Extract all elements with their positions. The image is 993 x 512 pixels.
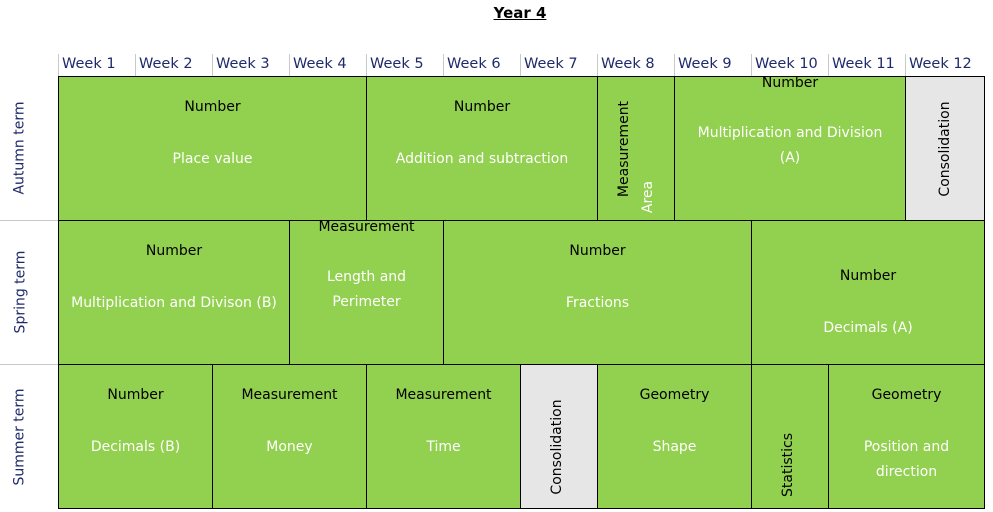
week-5-header: Week 5	[370, 56, 424, 72]
term-divider	[0, 220, 58, 221]
summer-term-label: Summer term	[8, 364, 32, 509]
block-topic: Length and Perimeter	[326, 269, 407, 310]
block-subject: Number	[839, 268, 897, 284]
week-10-header: Week 10	[755, 56, 818, 72]
autumn-addition-subtraction-block: Number Addition and subtraction	[366, 76, 598, 221]
block-subject: Geometry	[871, 387, 942, 403]
spring-fractions-block: Number Fractions	[443, 220, 752, 365]
week-divider	[135, 54, 136, 76]
week-divider	[443, 54, 444, 76]
block-subject: Number	[761, 76, 819, 91]
week-divider	[58, 54, 59, 76]
block-topic: Fractions	[565, 295, 630, 311]
block-subject: Geometry	[639, 387, 710, 403]
week-divider	[212, 54, 213, 76]
block-topic: Place value	[172, 151, 253, 167]
week-divider	[520, 54, 521, 76]
autumn-area-block: Measurement Area	[597, 76, 675, 221]
spring-decimals-block: Number Decimals (A)	[751, 220, 985, 365]
block-subject: Measurement	[241, 387, 338, 403]
block-subject: Number	[107, 387, 164, 403]
week-divider	[597, 54, 598, 76]
summer-time-block: Measurement Time	[366, 364, 521, 509]
autumn-term-label: Autumn term	[8, 76, 32, 220]
week-11-header: Week 11	[832, 56, 895, 72]
block-subject: Number	[184, 99, 241, 115]
week-divider	[828, 54, 829, 76]
block-subject: Measurement	[616, 100, 632, 197]
autumn-place-value-block: Number Place value	[58, 76, 367, 221]
block-subject: Number	[145, 243, 203, 259]
week-8-header: Week 8	[601, 56, 655, 72]
spring-term-text: Spring term	[12, 250, 29, 334]
week-divider	[289, 54, 290, 76]
autumn-consolidation-block: Consolidation	[905, 76, 985, 221]
summer-decimals-block: Number Decimals (B)	[58, 364, 213, 509]
term-divider	[0, 364, 58, 365]
week-1-header: Week 1	[62, 56, 116, 72]
block-topic: Addition and subtraction	[395, 151, 569, 167]
week-3-header: Week 3	[216, 56, 270, 72]
block-topic: Position and direction	[863, 439, 950, 480]
autumn-term-text: Autumn term	[12, 101, 28, 195]
autumn-multiplication-division-block: Number Multiplication and Division (A)	[674, 76, 906, 221]
block-label: Consolidation	[937, 100, 953, 197]
summer-position-direction-block: Geometry Position and direction	[828, 364, 985, 509]
block-label: Consolidation	[549, 398, 565, 495]
week-7-header: Week 7	[524, 56, 578, 72]
block-label: Statistics	[780, 432, 796, 497]
week-12-header: Week 12	[909, 56, 972, 72]
summer-statistics-block: Statistics	[751, 364, 829, 509]
summer-consolidation-block: Consolidation	[520, 364, 598, 509]
summer-term-text: Summer term	[12, 387, 29, 486]
block-topic: Decimals (B)	[90, 439, 181, 455]
block-topic: Area	[640, 180, 656, 213]
week-9-header: Week 9	[678, 56, 732, 72]
block-subject: Measurement	[395, 387, 492, 403]
summer-shape-block: Geometry Shape	[597, 364, 752, 509]
week-divider	[674, 54, 675, 76]
block-topic: Shape	[652, 439, 697, 455]
spring-length-perimeter-block: Measurement Length and Perimeter	[289, 220, 444, 365]
block-subject: Number	[569, 243, 626, 259]
week-divider	[366, 54, 367, 76]
block-topic: Multiplication and Divison (B)	[71, 295, 277, 311]
week-6-header: Week 6	[447, 56, 501, 72]
block-topic: Money	[266, 439, 313, 455]
week-divider	[751, 54, 752, 76]
block-topic: Multiplication and Division (A)	[697, 125, 883, 166]
week-divider	[905, 54, 906, 76]
week-4-header: Week 4	[293, 56, 347, 72]
block-topic: Time	[426, 439, 461, 455]
summer-money-block: Measurement Money	[212, 364, 367, 509]
spring-multiplication-division-block: Number Multiplication and Divison (B)	[58, 220, 290, 365]
week-2-header: Week 2	[139, 56, 193, 72]
block-subject: Measurement	[318, 220, 415, 235]
block-topic: Decimals (A)	[823, 320, 913, 336]
spring-term-label: Spring term	[8, 220, 32, 364]
block-subject: Number	[453, 99, 511, 115]
page-title: Year 4	[493, 4, 547, 22]
